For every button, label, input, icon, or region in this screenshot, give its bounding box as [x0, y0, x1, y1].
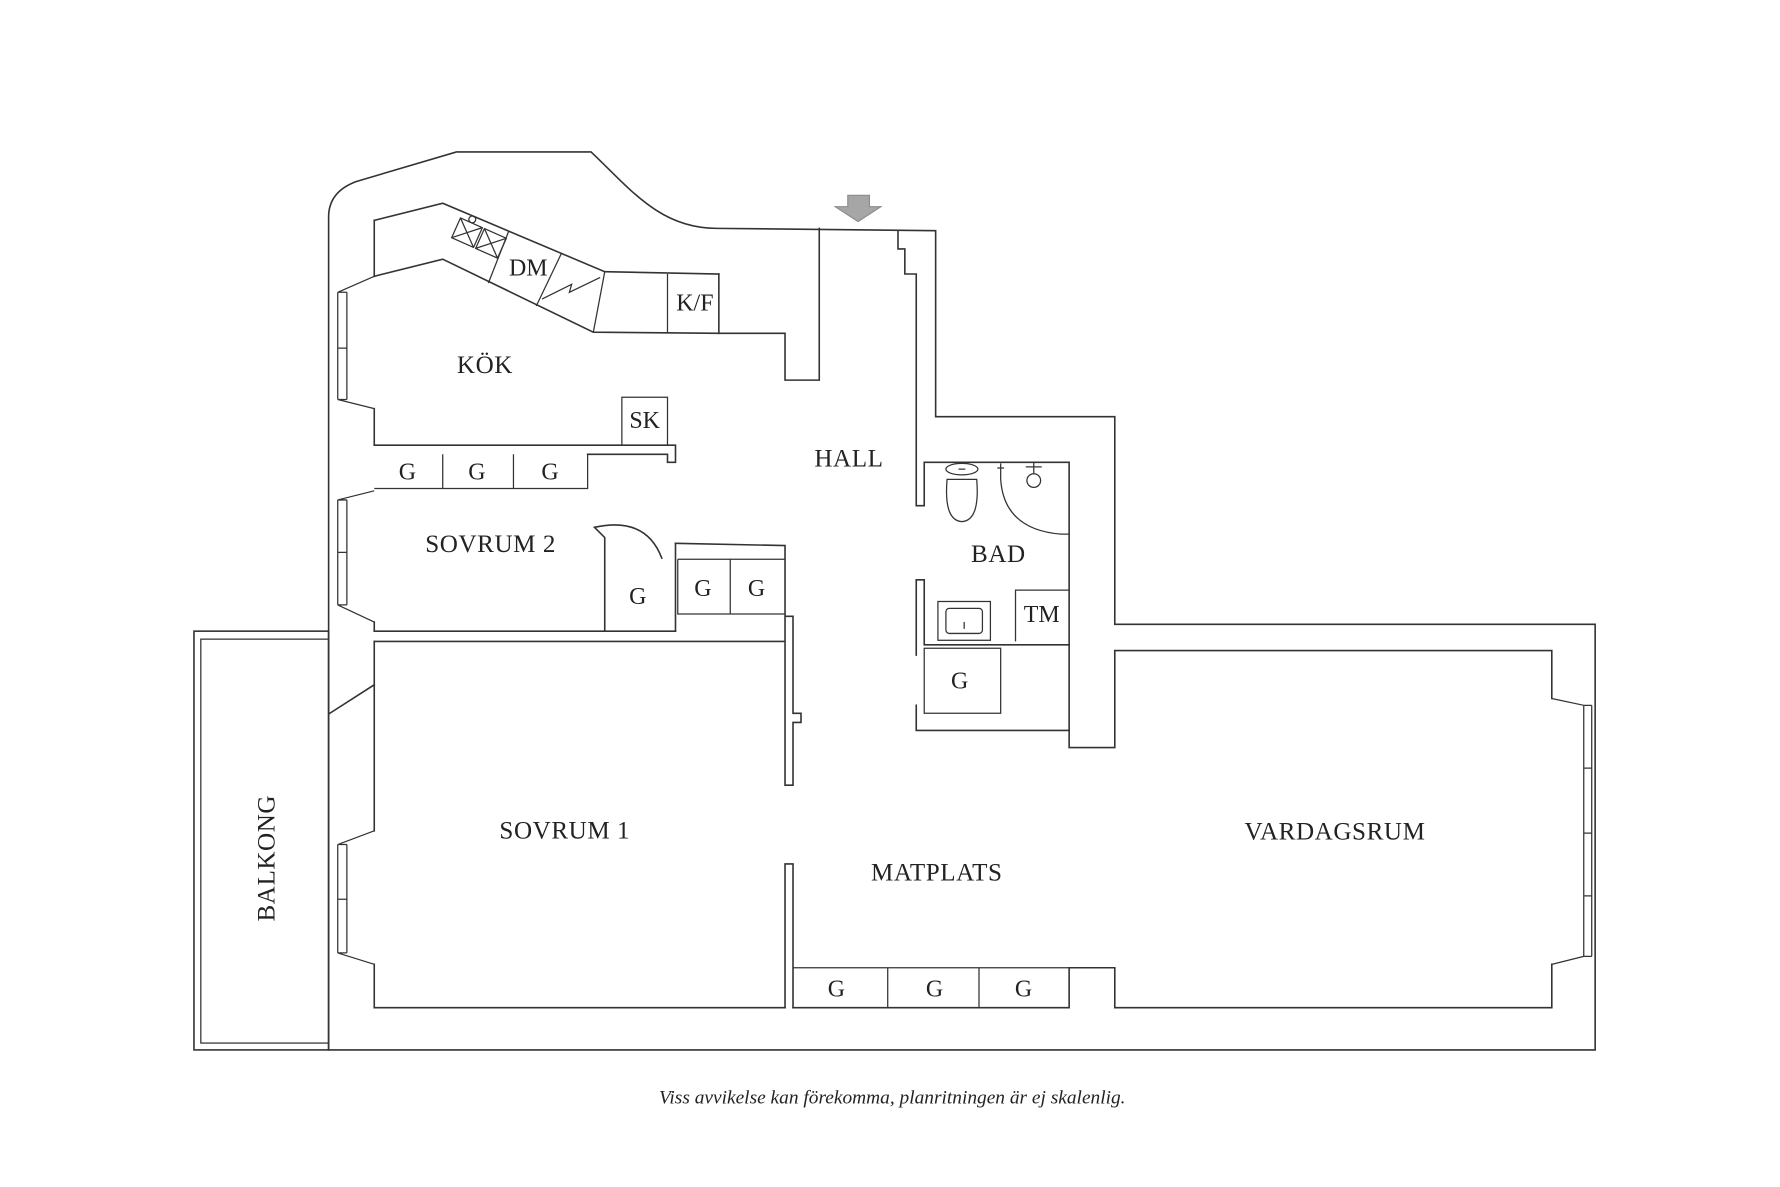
- room-label-kok: KÖK: [457, 352, 513, 379]
- bathroom-fixtures: [937, 462, 1070, 642]
- sink-icon: [450, 215, 508, 259]
- closet-row-bedroom2: [374, 454, 589, 490]
- closet-label: G: [629, 584, 646, 610]
- hall-right-wall: [897, 229, 1553, 749]
- tm-box: [1014, 589, 1070, 642]
- counter-front: [373, 258, 720, 335]
- fixture-label-tm: TM: [1024, 602, 1060, 628]
- room-label-sovrum1: SOVRUM 1: [499, 817, 630, 844]
- closet-label: G: [748, 576, 765, 602]
- room-label-sovrum2: SOVRUM 2: [425, 531, 556, 558]
- room-label-bad: BAD: [971, 541, 1026, 568]
- washbasin-inner: [945, 607, 984, 635]
- closet-label: G: [1015, 976, 1032, 1002]
- kitchen-wall: [373, 227, 821, 464]
- closet-row-dining: [793, 967, 1070, 1008]
- stove-icon: [541, 276, 601, 300]
- fixture-label-kf: K/F: [676, 291, 713, 317]
- kitchen-counter: [373, 202, 720, 446]
- sk-cabinet: [621, 396, 669, 446]
- closet-label: G: [828, 976, 845, 1002]
- toilet-tank: [945, 462, 979, 476]
- fixture-label-sk: SK: [629, 408, 660, 434]
- closet-label: G: [541, 460, 558, 486]
- closet-pair-hall: [677, 558, 786, 615]
- room-label-balkong: BALKONG: [253, 795, 280, 922]
- counter-dividers: [487, 230, 669, 334]
- closet-label: G: [694, 576, 711, 602]
- bedroom2-window: [337, 490, 375, 623]
- labels: KÖK DM K/F SK HALL G G G SOVRUM 2 G G G …: [253, 255, 1426, 1108]
- left-inner-wall: [328, 219, 376, 1009]
- shower-drain: [1026, 473, 1042, 489]
- kitchen-window: [337, 275, 375, 410]
- closets: [374, 454, 1070, 1008]
- room-label-matplats: MATPLATS: [871, 860, 1002, 887]
- closet-label: G: [951, 668, 968, 694]
- sink-basin-right: [474, 227, 508, 259]
- balcony-inner: [200, 638, 330, 1044]
- disclaimer-note: Viss avvikelse kan förekomma, planritnin…: [659, 1087, 1126, 1108]
- balcony: [193, 630, 330, 1051]
- room-label-hall: HALL: [814, 445, 883, 472]
- exterior-wall: [327, 151, 1596, 1051]
- bathroom-lower-wall: [915, 579, 1070, 732]
- shower-icon: [997, 462, 1070, 535]
- fixture-label-dm: DM: [509, 255, 548, 281]
- walls: [327, 151, 1596, 1051]
- closet-label: G: [468, 460, 485, 486]
- washbasin-icon: [937, 600, 992, 641]
- toilet-icon: [945, 462, 979, 523]
- bedroom1-window: [337, 830, 375, 965]
- shower-curtain: [1000, 463, 1070, 535]
- shower-head: [997, 462, 1042, 474]
- room-label-vardagsrum: VARDAGSRUM: [1245, 818, 1426, 845]
- bedroom-partition: [373, 542, 802, 786]
- windows: [337, 275, 1593, 965]
- closet-bath-area: [923, 647, 1002, 714]
- washbasin-outer: [937, 600, 992, 641]
- faucet: [468, 215, 477, 224]
- closet-door-swing: [592, 524, 677, 632]
- living-room-window: [1551, 697, 1593, 965]
- toilet-bowl: [945, 478, 978, 523]
- bottom-inner-wall: [373, 963, 1553, 1009]
- closet-label: G: [926, 976, 943, 1002]
- sink-cross: [451, 217, 507, 259]
- entrance-arrow-shape: [833, 194, 883, 223]
- entrance-arrow-icon: [833, 194, 883, 223]
- closet-label: G: [399, 460, 416, 486]
- dining-partition: [784, 863, 794, 1009]
- counter-back: [373, 202, 720, 275]
